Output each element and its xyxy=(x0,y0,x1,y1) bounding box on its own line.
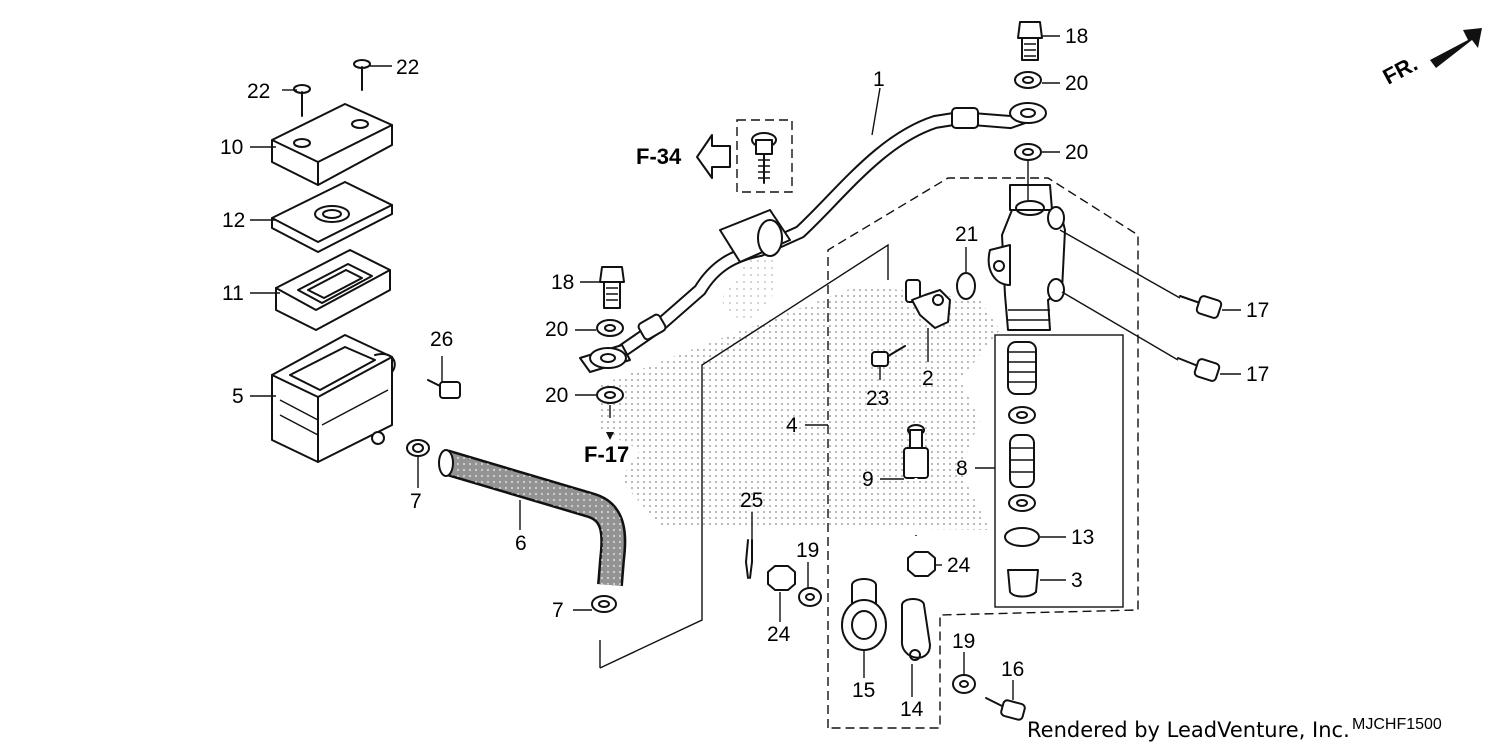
assembly-frame xyxy=(827,177,1139,729)
callout-4: 4 xyxy=(786,414,798,437)
master-cylinder-icon xyxy=(987,184,1066,331)
hose-group-frame xyxy=(599,243,889,669)
callout-20: 20 xyxy=(1065,141,1088,164)
callout-12: 12 xyxy=(222,209,245,232)
reservoir-body-icon xyxy=(271,334,396,463)
callout-19: 19 xyxy=(796,539,819,562)
callout-20: 20 xyxy=(1065,72,1088,95)
callout-24: 24 xyxy=(947,554,971,577)
callout-13: 13 xyxy=(1071,526,1094,549)
reservoir-cap-icon xyxy=(271,103,393,186)
leader-lines xyxy=(250,35,1241,700)
mounting-bolt-icon xyxy=(1177,295,1223,382)
reservoir-hose-icon xyxy=(438,449,627,587)
callout-14: 14 xyxy=(900,698,924,721)
callout-24: 24 xyxy=(767,623,791,646)
callout-20: 20 xyxy=(545,318,568,341)
callout-21: 21 xyxy=(955,223,978,246)
callout-26: 26 xyxy=(430,328,453,351)
callout-25: 25 xyxy=(740,489,763,512)
section-reference-f17[interactable]: F-17 xyxy=(584,442,629,467)
joint-lever-icon xyxy=(900,598,931,661)
o-ring-icon xyxy=(956,272,976,300)
boot-icon xyxy=(1007,569,1039,598)
bolt-icon xyxy=(427,379,461,399)
diaphragm-icon xyxy=(275,249,391,331)
callout-8: 8 xyxy=(956,457,968,480)
circlip-icon xyxy=(1004,527,1040,547)
clevis-bolt-icon xyxy=(985,697,1026,721)
callout-17: 17 xyxy=(1246,363,1269,386)
callout-17: 17 xyxy=(1246,299,1269,322)
brake-hose-icon xyxy=(579,102,1047,373)
section-reference-f34[interactable]: F-34 xyxy=(636,144,682,169)
cotter-pin-icon xyxy=(745,539,753,579)
callout-1: 1 xyxy=(873,68,885,91)
piston-set-icon xyxy=(1007,341,1037,512)
watermark-logo xyxy=(600,243,1000,530)
reference-arrow-icon xyxy=(696,134,731,179)
callout-16: 16 xyxy=(1001,658,1024,681)
banjo-bolt-icon xyxy=(599,21,1043,309)
callout-3: 3 xyxy=(1071,569,1083,592)
callout-22: 22 xyxy=(247,80,270,103)
seal-kit-frame xyxy=(994,334,1124,608)
callout-7: 7 xyxy=(410,490,422,513)
callout-7: 7 xyxy=(552,599,564,622)
clevis-icon xyxy=(841,578,887,651)
callout-11: 11 xyxy=(222,282,244,305)
nut-icon xyxy=(767,551,936,591)
diagram-code: MJCHF1500 xyxy=(1352,716,1442,733)
front-direction-label: FR. xyxy=(1379,51,1422,90)
callout-2: 2 xyxy=(922,367,934,390)
reservoir-plate-icon xyxy=(271,181,393,253)
screw-icon xyxy=(293,59,371,117)
callout-22: 22 xyxy=(396,56,419,79)
callout-6: 6 xyxy=(515,532,527,555)
callout-10: 10 xyxy=(220,136,243,159)
hose-clip-icon xyxy=(406,439,617,613)
reference-bolt-icon xyxy=(751,132,777,184)
callout-18: 18 xyxy=(551,271,574,294)
bolt-reference-frame xyxy=(736,119,793,193)
callout-numbers: 22 22 10 12 11 5 26 7 6 7 1 18 20 20 18 … xyxy=(220,25,1269,721)
hose-joint-icon xyxy=(905,279,951,329)
washer-icon xyxy=(798,587,976,694)
callout-5: 5 xyxy=(232,385,244,408)
callout-23: 23 xyxy=(866,387,889,410)
callout-9: 9 xyxy=(862,468,874,491)
callout-19: 19 xyxy=(952,630,975,653)
rendered-by-credit: Rendered by LeadVenture, Inc. xyxy=(1027,718,1350,742)
sealing-washer-icon xyxy=(596,71,1042,404)
front-direction-arrow: FR. xyxy=(1379,28,1482,89)
arrow-down-icon xyxy=(606,432,614,440)
callout-15: 15 xyxy=(852,679,875,702)
push-rod-icon xyxy=(903,424,929,536)
callout-20: 20 xyxy=(545,384,568,407)
callout-18: 18 xyxy=(1065,25,1088,48)
